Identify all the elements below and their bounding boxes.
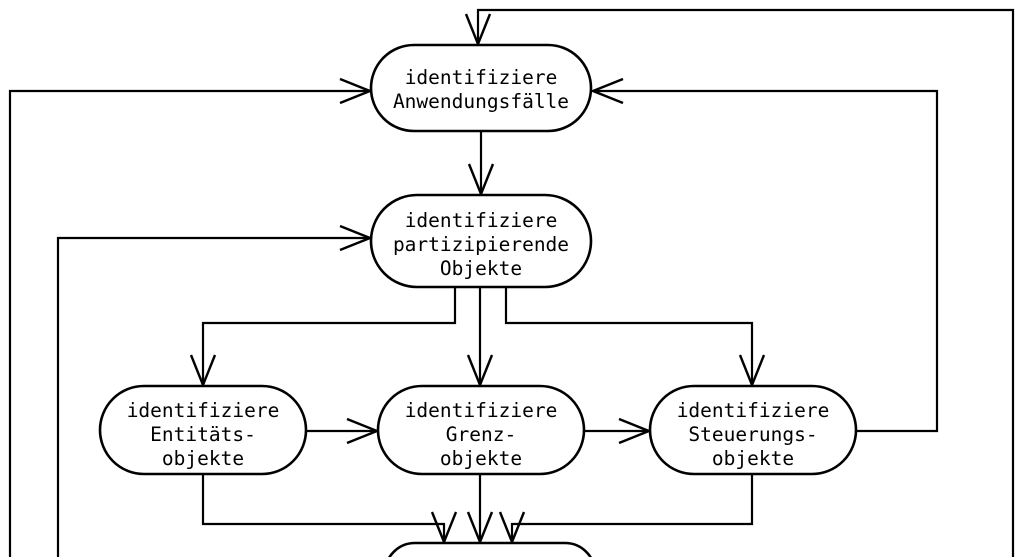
node-grenzobjekte-line-1: identifiziere	[405, 399, 558, 422]
node-partizipierende-objekte-line-1: identifiziere	[405, 209, 558, 232]
node-steuerungsobjekte[interactable]: identifiziere Steuerungs- objekte	[648, 384, 858, 476]
edge-anwendungsfaelle-to-partizipierende	[467, 131, 495, 198]
edge-layer	[8, 8, 1015, 557]
node-entitaetsobjekte-line-1: identifiziere	[127, 399, 280, 422]
node-partizipierende-objekte-shape	[369, 193, 593, 289]
edge-steuerungs-to-bottom	[498, 474, 754, 546]
edge-entitaets-to-grenz	[306, 417, 381, 445]
edge-steuerungsobjekte-back-to-anwendungsfaelle	[589, 77, 939, 433]
node-entitaetsobjekte-shape	[98, 384, 308, 476]
node-grenzobjekte-shape	[376, 384, 586, 476]
edge-partizipierende-to-grenz	[466, 287, 494, 389]
node-steuerungsobjekte-line-2: Steuerungs-	[688, 423, 817, 446]
edge-left-outer-loop-into-anwendungsfaelle	[8, 77, 374, 557]
edge-grenz-to-steuerungs	[584, 417, 653, 445]
node-partizipierende-objekte[interactable]: identifiziere partizipierende Objekte	[369, 193, 593, 289]
node-bottom-partial[interactable]	[385, 541, 595, 557]
node-anwendungsfaelle[interactable]: identifiziere Anwendungsfälle	[369, 43, 593, 133]
edge-partizipierende-to-entitaets	[189, 287, 457, 389]
node-entitaetsobjekte-line-2: Entitäts-	[150, 423, 256, 446]
edge-entitaets-to-bottom	[201, 474, 458, 546]
node-grenzobjekte-line-3: objekte	[440, 447, 522, 470]
node-partizipierende-objekte-line-2: partizipierende	[393, 233, 569, 256]
node-steuerungsobjekte-line-1: identifiziere	[677, 399, 830, 422]
node-steuerungsobjekte-line-3: objekte	[712, 447, 794, 470]
node-layer: identifiziere Anwendungsfälle identifizi…	[98, 43, 858, 557]
node-grenzobjekte-line-2: Grenz-	[446, 423, 516, 446]
node-steuerungsobjekte-shape	[648, 384, 858, 476]
node-entitaetsobjekte[interactable]: identifiziere Entitäts- objekte	[98, 384, 308, 476]
node-anwendungsfaelle-line-2: Anwendungsfälle	[393, 90, 569, 113]
node-entitaetsobjekte-line-3: objekte	[162, 447, 244, 470]
node-anwendungsfaelle-line-1: identifiziere	[405, 66, 558, 89]
node-grenzobjekte[interactable]: identifiziere Grenz- objekte	[376, 384, 586, 476]
edge-grenz-to-bottom	[466, 474, 494, 546]
node-anwendungsfaelle-shape	[369, 43, 593, 133]
edge-partizipierende-to-steuerungs	[504, 287, 766, 389]
node-partizipierende-objekte-line-3: Objekte	[440, 257, 522, 280]
node-bottom-partial-shape	[388, 541, 592, 557]
